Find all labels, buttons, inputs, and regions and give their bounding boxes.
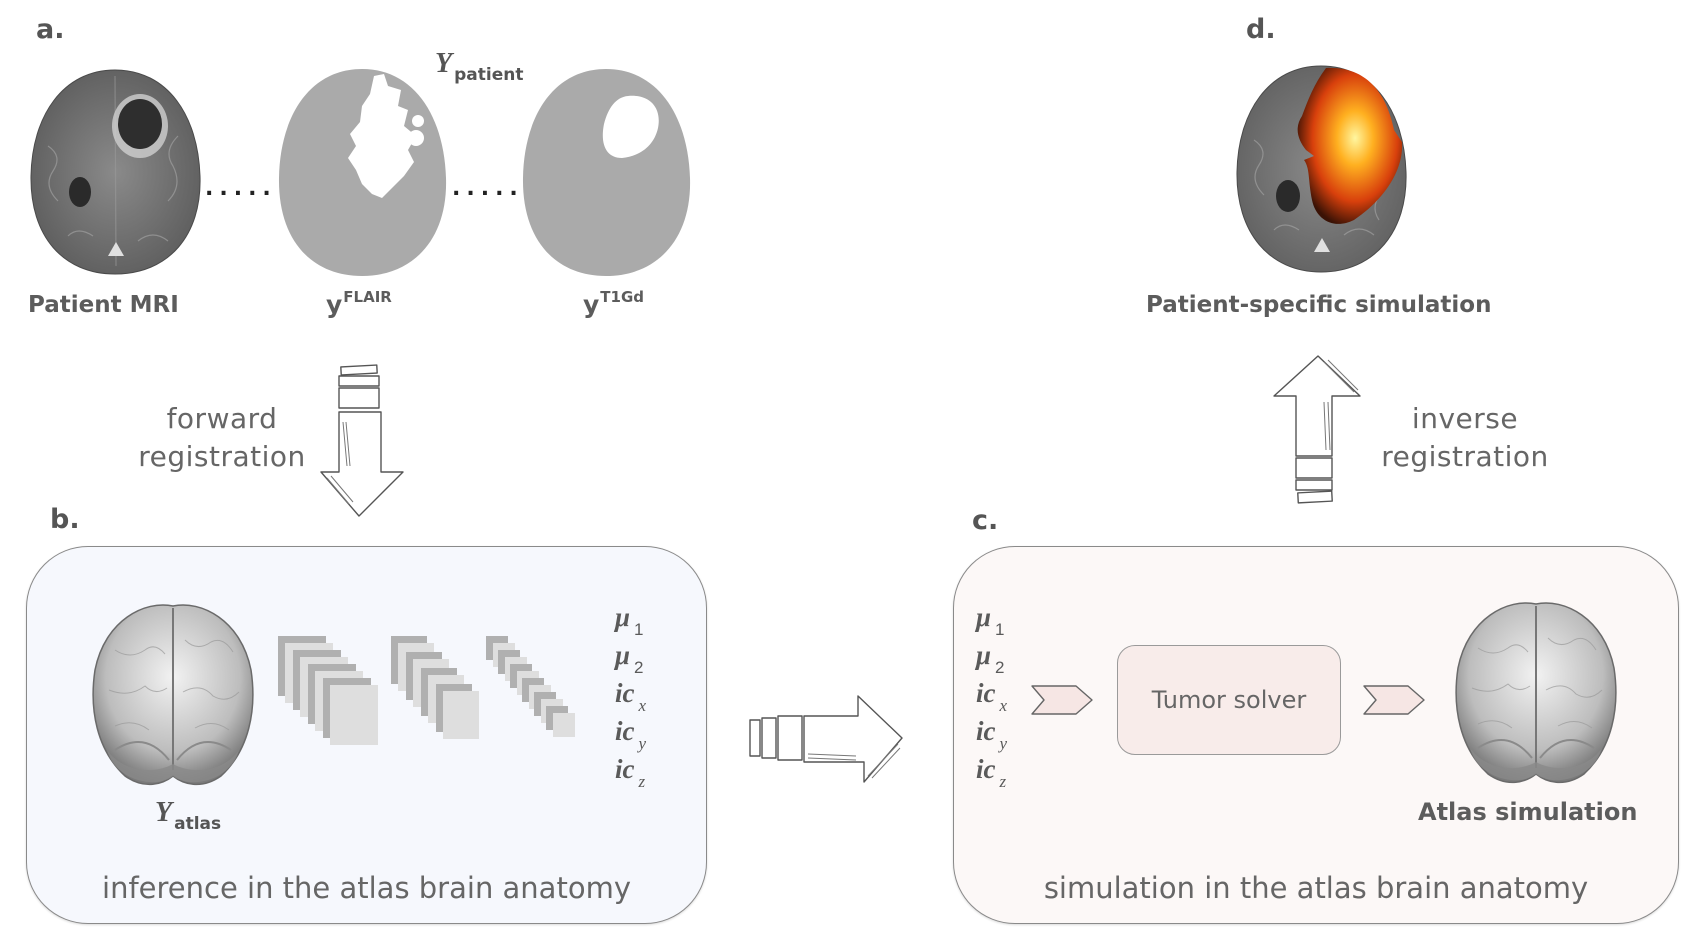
chevron-right-icon <box>1363 685 1425 715</box>
cnn-layers-icon <box>278 636 575 745</box>
inverse-label-line2: registration <box>1381 440 1549 473</box>
inverse-label-line1: inverse <box>1411 402 1519 435</box>
connector-dots-2: ..... <box>452 176 524 201</box>
cnn-layer-face <box>443 691 479 739</box>
middle-arrow-icon <box>749 695 903 783</box>
y-atlas-subscript: atlas <box>174 814 222 834</box>
simulation-caption: simulation in the atlas brain anatomy <box>1043 871 1589 905</box>
t1gd-label: yT1Gd <box>583 288 644 319</box>
y-patient-subscript: patient <box>454 65 524 85</box>
panel-d-label: d. <box>1246 14 1276 45</box>
tumor-solver-box: Tumor solver <box>1117 645 1341 755</box>
inverse-registration-label: inverse registration <box>1370 400 1560 476</box>
connector-dots-1: ..... <box>205 176 277 201</box>
panel-c-label: c. <box>972 505 999 536</box>
forward-registration-label: forward registration <box>122 400 322 476</box>
forward-label-line1: forward <box>166 402 278 435</box>
atlas-simulation-caption: Atlas simulation <box>1418 798 1638 826</box>
cnn-layer-face <box>330 685 378 745</box>
t1gd-label-base: y <box>583 290 600 319</box>
y-patient-symbol: Y <box>435 48 453 79</box>
t1gd-label-sup: T1Gd <box>600 288 645 306</box>
inverse-arrow-icon <box>1273 355 1361 504</box>
panel-b-label: b. <box>50 504 80 535</box>
panel-a-label: a. <box>36 14 65 45</box>
t1gd-mask-icon <box>522 69 691 276</box>
forward-arrow-icon <box>320 364 404 517</box>
cnn-layer-face <box>553 713 575 737</box>
forward-label-line2: registration <box>138 440 306 473</box>
atlas-simulation-brain-icon <box>1455 602 1617 784</box>
mri-slice-icon <box>30 69 201 275</box>
chevron-right-icon <box>1031 685 1093 715</box>
flair-mask-icon <box>278 69 447 276</box>
patient-specific-simulation-caption: Patient-specific simulation <box>1146 292 1492 318</box>
flair-label-sup: FLAIR <box>343 288 392 306</box>
inference-caption: inference in the atlas brain anatomy <box>102 871 631 905</box>
atlas-brain-icon <box>92 604 254 786</box>
patient-mri-caption: Patient MRI <box>28 292 179 318</box>
y-atlas-symbol: Y <box>155 797 173 828</box>
patient-simulation-icon <box>1236 65 1407 273</box>
flair-label: yFLAIR <box>326 288 392 319</box>
flair-label-base: y <box>326 290 343 319</box>
